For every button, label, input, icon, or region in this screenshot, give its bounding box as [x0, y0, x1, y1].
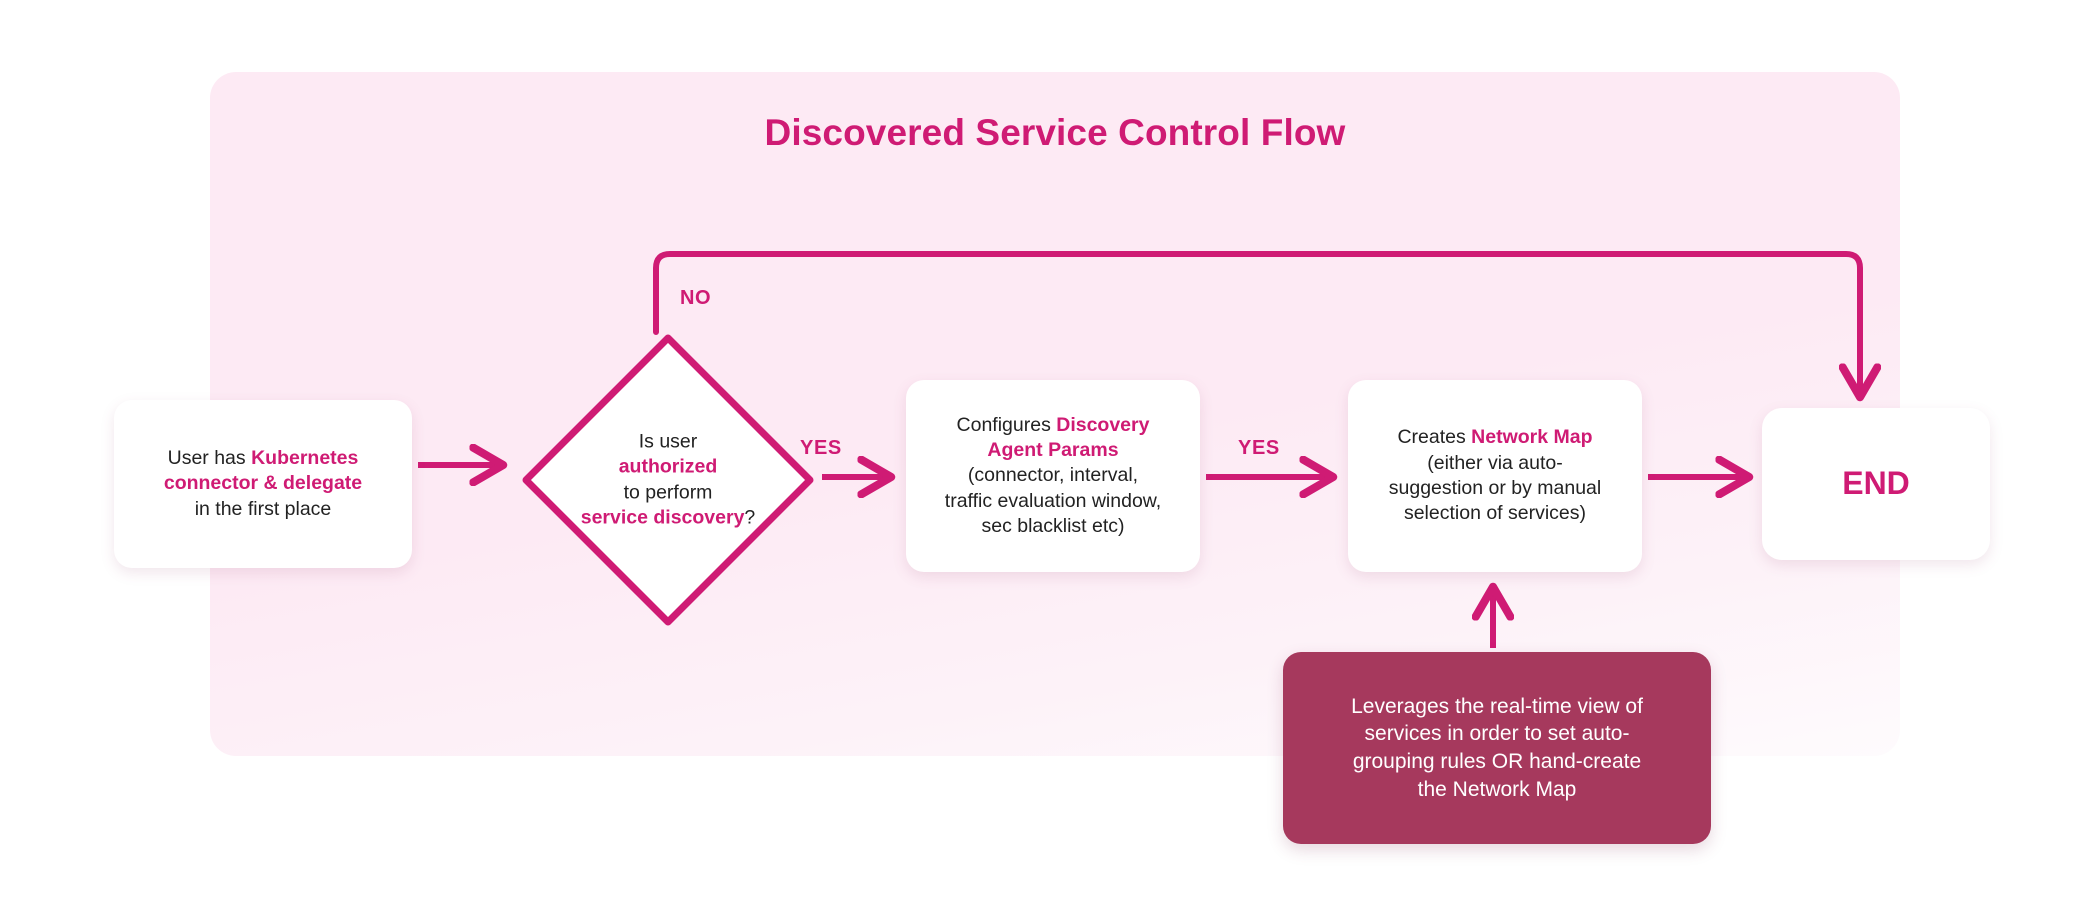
edge-label-yes-first: YES	[800, 437, 842, 459]
edge-label-yes-second: YES	[1238, 437, 1280, 459]
edge-label-no: NO	[680, 287, 712, 309]
node-creates-network-map[interactable]: Creates Network Map(either via auto-sugg…	[1348, 380, 1642, 572]
page-title: Discovered Service Control Flow	[764, 112, 1346, 153]
node-netmap-label: Creates Network Map(either via auto-sugg…	[1388, 426, 1602, 525]
node-end[interactable]: END	[1762, 408, 1990, 560]
node-end-label: END	[1842, 465, 1910, 502]
diamond-shape	[522, 334, 814, 626]
